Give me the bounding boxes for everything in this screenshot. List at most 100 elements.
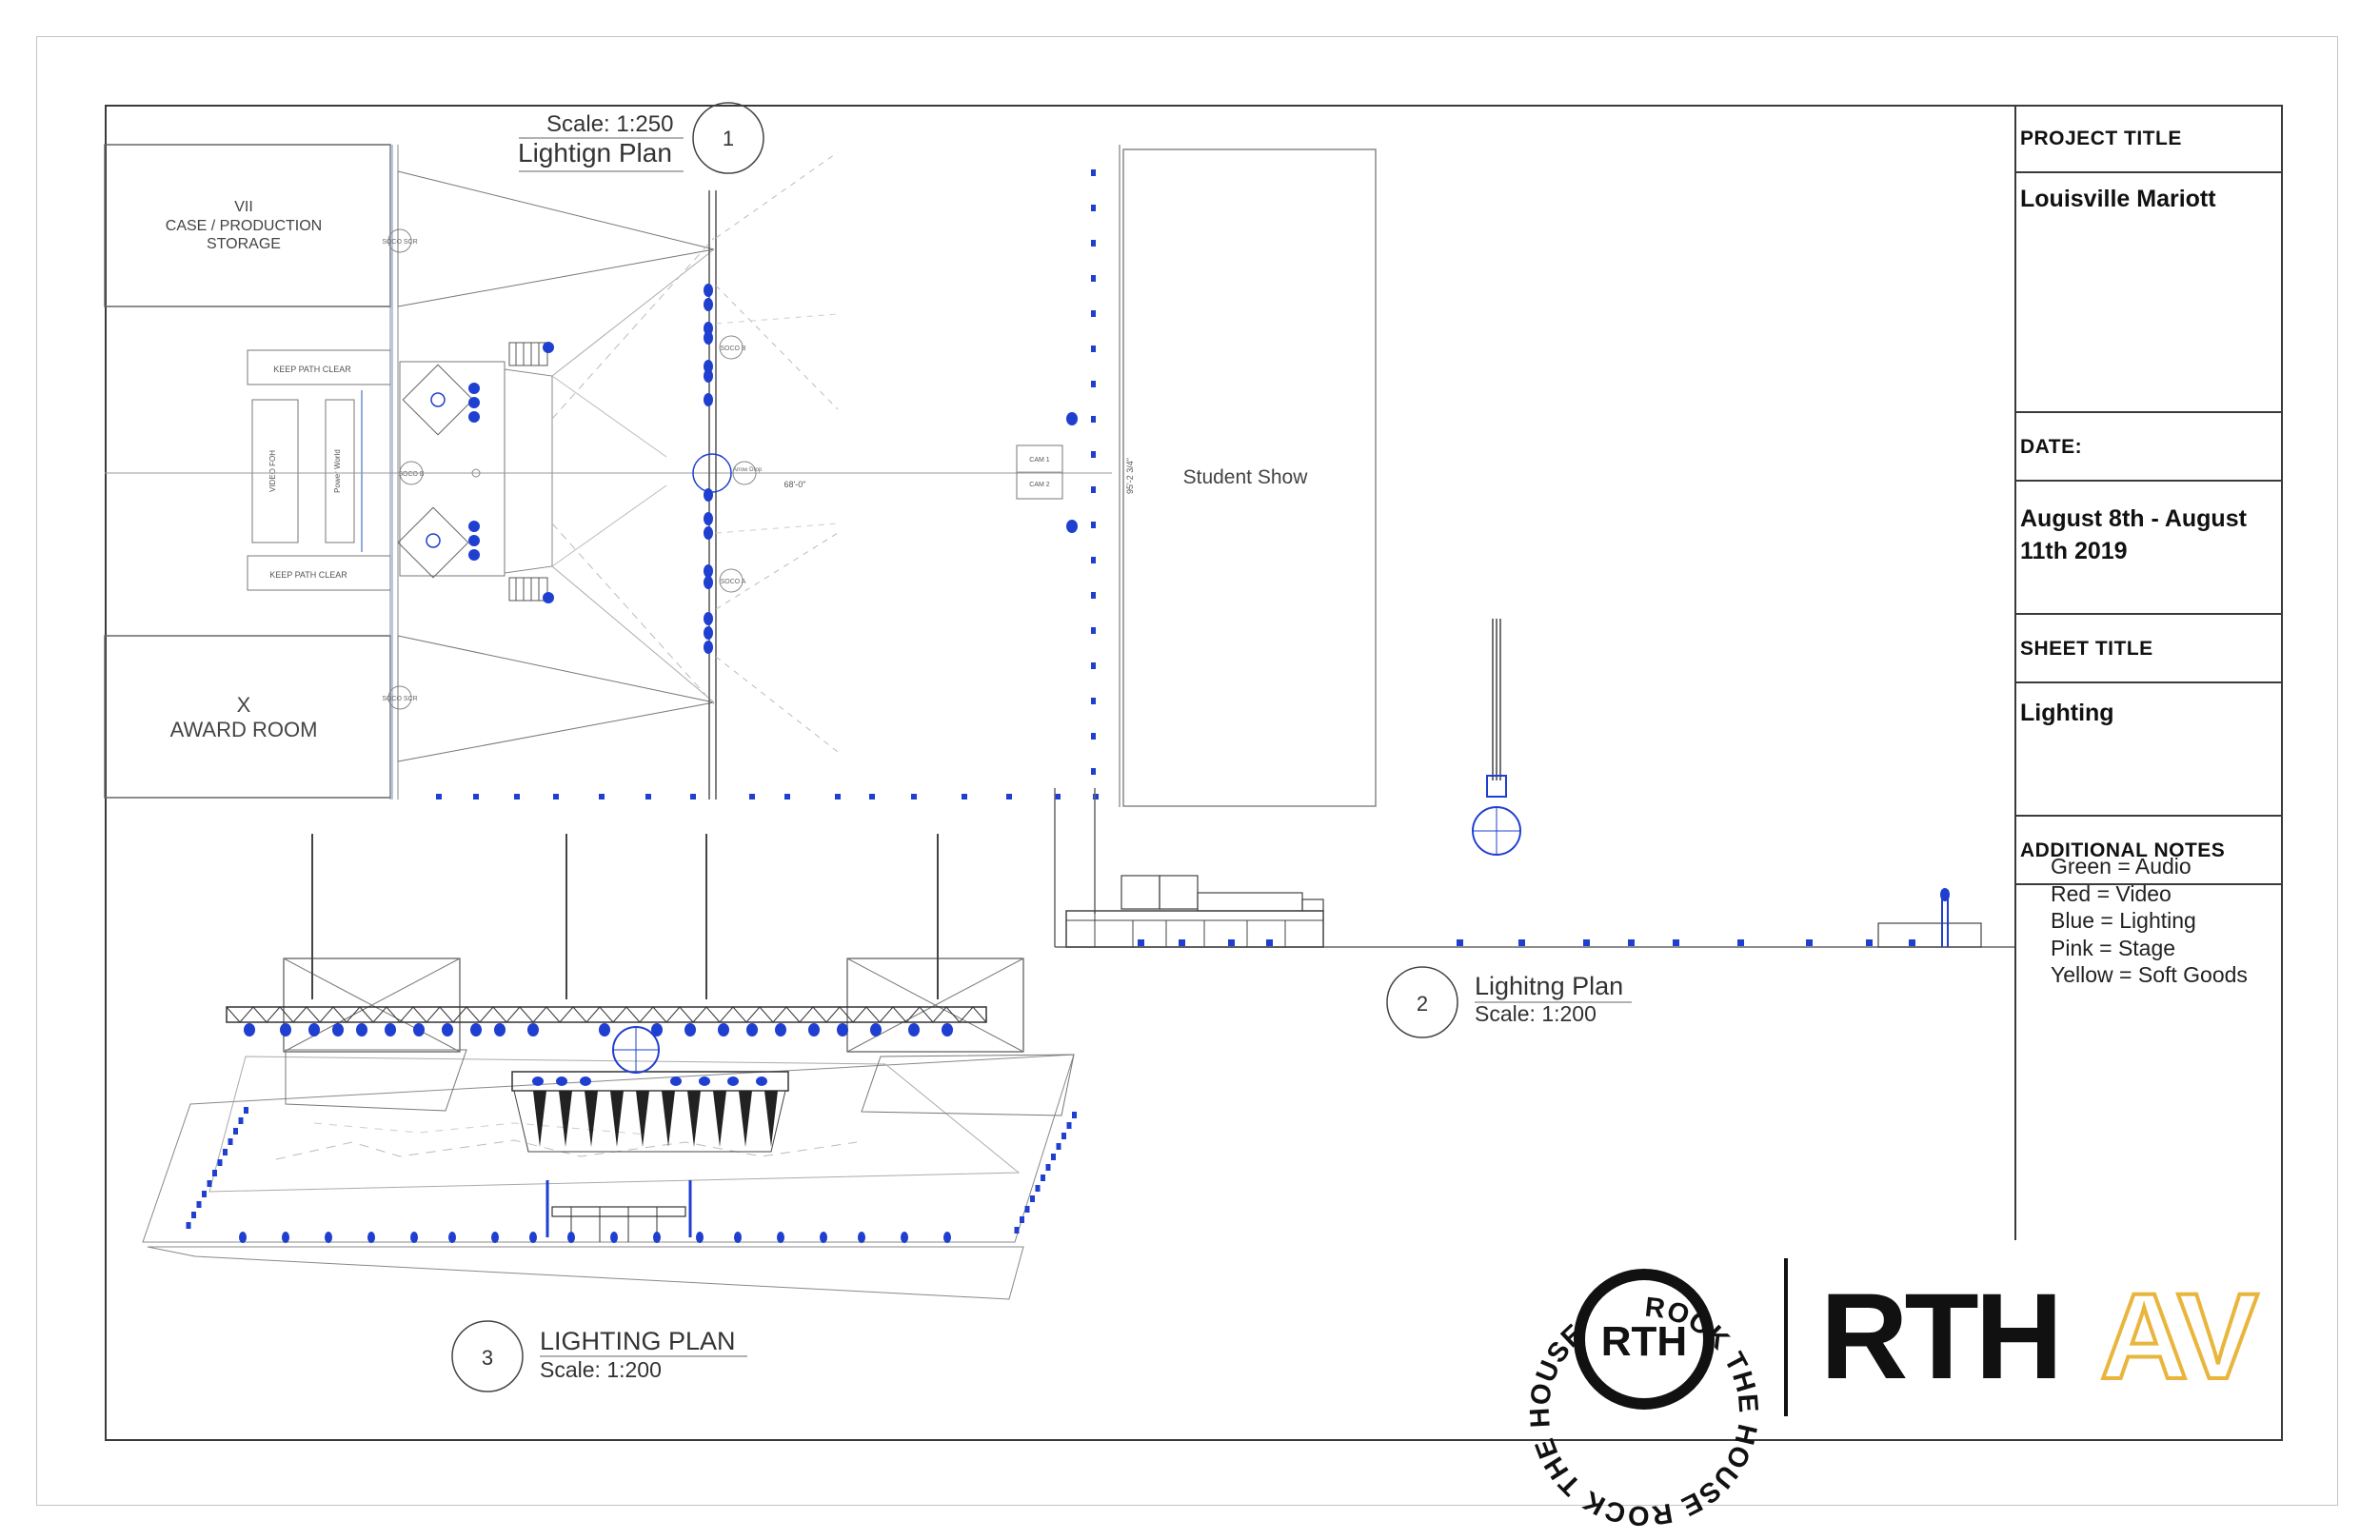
fixture-marker (727, 1076, 739, 1086)
date-value-row: August 8th - August 11th 2019 (2016, 482, 2283, 615)
sheet-title-value-row: Lighting (2016, 683, 2283, 817)
fixture-marker (491, 1232, 499, 1243)
view3-fixtures (186, 1023, 1077, 1243)
fixture-marker (244, 1107, 248, 1114)
fixture-marker (282, 1232, 289, 1243)
fixture-marker (1056, 1143, 1061, 1150)
fixture-marker (1041, 1175, 1045, 1181)
fixture-marker (835, 794, 841, 800)
fixture-marker (1051, 1154, 1056, 1160)
fixture-marker (238, 1117, 244, 1124)
sheet-title-value: Lighting (2020, 700, 2114, 726)
logo-center-text: RTH (1601, 1318, 1687, 1365)
fixture-marker (699, 1076, 710, 1086)
fixture-marker (1866, 939, 1873, 946)
fixture-marker (308, 1023, 320, 1037)
fixture-marker (704, 576, 713, 589)
fixture-marker (808, 1023, 820, 1037)
fixture-marker (186, 1222, 191, 1229)
date-label-row: DATE: (2016, 413, 2283, 482)
fixture-marker (943, 1232, 951, 1243)
storage-room-label-3: STORAGE (207, 236, 281, 252)
sheet-title-row: SHEET TITLE (2016, 615, 2283, 683)
fixture-marker (775, 1023, 786, 1037)
fixture-marker (473, 794, 479, 800)
fixture-marker (1024, 1206, 1030, 1213)
fixture-marker (325, 1232, 332, 1243)
fixture-marker (1940, 888, 1950, 901)
fixture-marker (556, 1076, 567, 1086)
cam2-label: CAM 2 (1029, 482, 1050, 488)
fixture-marker (228, 1138, 233, 1145)
stage-panel (636, 1091, 649, 1147)
fixture-marker (1045, 1164, 1051, 1171)
fixture-marker (494, 1023, 506, 1037)
fixture-marker (543, 342, 554, 353)
fixture-marker (217, 1159, 223, 1166)
fixture-marker (1072, 1112, 1077, 1118)
fixture-marker (470, 1023, 482, 1037)
fixture-marker (468, 521, 480, 532)
fixture-marker (777, 1232, 784, 1243)
fixture-marker (1091, 557, 1096, 563)
fixture-marker (1091, 662, 1096, 669)
stage-panel (764, 1091, 778, 1147)
fixture-marker (1909, 939, 1915, 946)
view2-number: 2 (1417, 992, 1428, 1016)
fixture-marker (869, 794, 875, 800)
fixture-marker (191, 1212, 196, 1218)
fixture-marker (942, 1023, 953, 1037)
fixture-marker (1006, 794, 1012, 800)
fixture-marker (567, 1232, 575, 1243)
fixture-marker (1091, 627, 1096, 634)
fixture-marker (704, 512, 713, 525)
storage-room-label-1: VII (234, 199, 253, 215)
fixture-marker (468, 411, 480, 423)
fixture-marker (468, 397, 480, 408)
fixture-marker (1179, 939, 1185, 946)
fixture-marker (385, 1023, 396, 1037)
soco-top-label: SOCO SCR (382, 239, 417, 246)
fixture-marker (1030, 1195, 1035, 1202)
fixture-marker (280, 1023, 291, 1037)
arrow-drop-label: Arrow Drop (733, 467, 763, 473)
fixture-marker (1091, 240, 1096, 247)
fixture-marker (704, 284, 713, 297)
view2-section: 2 Lighitng Plan Scale: 1:200 (1054, 619, 2014, 1038)
fixture-marker (704, 641, 713, 654)
video-foh-label: VIDEO FOH (268, 450, 277, 492)
fixture-marker (468, 383, 480, 394)
view3-scale: Scale: 1:200 (540, 1357, 662, 1382)
soco-bottom-label: SOCO SCR (382, 696, 417, 702)
fixture-marker (645, 794, 651, 800)
fixture-marker (704, 298, 713, 311)
fixture-marker (1066, 520, 1078, 533)
view3-number: 3 (482, 1346, 493, 1370)
keep-path-clear-bottom (247, 555, 391, 591)
fixture-marker (543, 592, 554, 603)
view2-title: Lighitng Plan (1475, 972, 1623, 1000)
screen-width-dimension: 95'-2 3/4" (1125, 458, 1135, 494)
fixture-marker (704, 322, 713, 335)
note-item: Pink = Stage (2051, 935, 2176, 960)
fixture-marker (696, 1232, 704, 1243)
award-room-label-1: X (237, 693, 251, 717)
fixture-marker (784, 794, 790, 800)
fixture-marker (1628, 939, 1635, 946)
fixture-marker (1091, 698, 1096, 704)
keep-path-clear-bottom-label: KEEP PATH CLEAR (269, 570, 347, 580)
stage-panel (559, 1091, 572, 1147)
fixture-marker (1583, 939, 1590, 946)
fixture-marker (1091, 486, 1096, 493)
student-show-screen (1122, 148, 1377, 807)
fixture-marker (962, 794, 967, 800)
fixture-marker (1055, 794, 1061, 800)
fixture-marker (514, 794, 520, 800)
fixture-marker (244, 1023, 255, 1037)
date-value-line1: August 8th - August (2020, 505, 2247, 532)
fixture-marker (690, 794, 696, 800)
fixture-marker (332, 1023, 344, 1037)
fixture-marker (1020, 1216, 1024, 1223)
stairs-top (508, 342, 548, 366)
